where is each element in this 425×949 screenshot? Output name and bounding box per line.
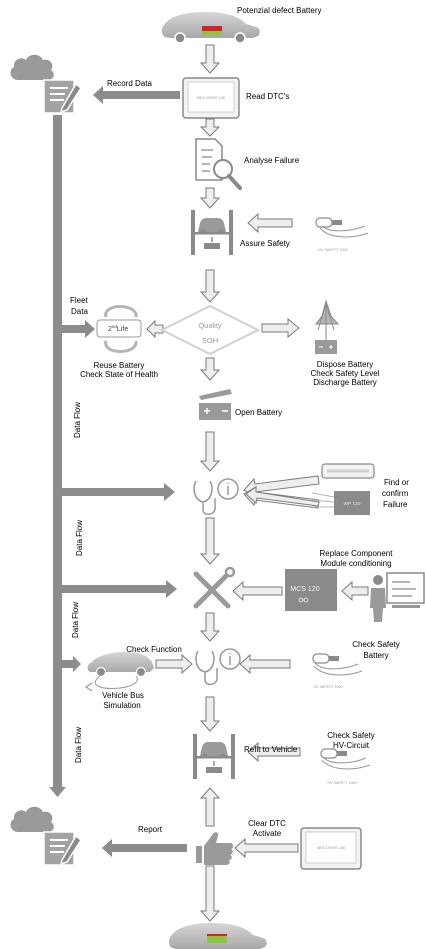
vehicle-bus-label-2: Simulation	[103, 701, 140, 710]
refit-label: Refit to Vehicle	[244, 745, 298, 754]
reuse-label-1: Reuse Battery	[94, 361, 145, 370]
cloud-notepad-icon	[11, 807, 81, 865]
arrow-down	[201, 270, 219, 302]
fleet-data-label-1: Fleet	[70, 296, 89, 305]
find-label-3: Failure	[383, 500, 408, 509]
arrow-left-safety	[248, 214, 292, 232]
check-safety-hv-2: HV-Circuit	[333, 741, 370, 750]
start-label: Potenzial defect Battery	[237, 6, 322, 15]
data-flow-label: Data Flow	[75, 520, 84, 556]
assure-safety-label: Assure Safety	[240, 239, 290, 248]
vehicle-bus-label-1: Vehicle Bus	[102, 691, 144, 700]
open-battery-label: Open Battery	[235, 408, 282, 417]
wp-brand: WP 120	[344, 501, 361, 507]
find-devices-icon: WP 120	[312, 464, 374, 515]
report-arrow	[102, 839, 187, 857]
car-lift-icon	[193, 734, 235, 779]
check-safety-battery-2: Battery	[363, 651, 388, 660]
replace-label-2: Module conditioning	[320, 559, 391, 568]
record-data-arrow	[93, 86, 180, 104]
dispose-label-1: Dispose Battery	[317, 360, 373, 369]
tester-brand: HV SAFETY 2000	[314, 685, 343, 689]
data-flow-label: Data Flow	[71, 602, 80, 638]
tools-icon	[196, 568, 234, 606]
reuse-label-2: Check State of Health	[80, 370, 158, 379]
data-flow-label: Data Flow	[74, 727, 83, 763]
flow-arrow-bus	[62, 656, 81, 672]
analyse-label: Analyse Failure	[244, 156, 300, 165]
clear-dtc-1: Clear DTC	[248, 819, 286, 828]
arrow-left-check-battery	[240, 655, 290, 673]
read-dtc-label: Read DTC's	[246, 92, 289, 101]
tester-brand: HV SAFETY 2000	[328, 781, 357, 785]
mcs-brand: MCS 120	[290, 586, 319, 593]
data-flow-label: Data Flow	[73, 402, 82, 438]
mcs-device-icon: MCS 120	[285, 569, 337, 611]
tester-brand: HV SAFETY 2000	[319, 248, 348, 252]
vehicle-bus-car-icon	[86, 652, 154, 691]
arrow-up	[201, 788, 219, 826]
arrow-down	[201, 358, 219, 380]
arrow-left-replace	[233, 582, 282, 600]
arrow-down	[201, 613, 219, 641]
hv-safety-tester-icon: HV SAFETY 2000	[316, 218, 368, 252]
car-lift-icon	[191, 210, 233, 255]
check-safety-battery-1: Check Safety	[352, 640, 400, 649]
thumbs-up-icon	[196, 832, 233, 865]
analyse-document-icon	[196, 139, 240, 188]
dispose-battery-icon	[315, 301, 338, 354]
dispose-label-3: Discharge Battery	[313, 378, 377, 387]
arrow-down	[201, 697, 219, 731]
report-label: Report	[138, 825, 163, 834]
diagnostic-tablet-icon: MES DRIVE 180	[301, 828, 361, 869]
arrow-left-replace-2	[342, 582, 368, 600]
tablet-brand: MES DRIVE 180	[317, 846, 345, 850]
dispose-label-2: Check Safety Level	[311, 369, 380, 378]
car-repaired-icon	[169, 923, 267, 949]
fleet-data-label-2: Data	[71, 307, 88, 316]
flow-arrow-find	[62, 483, 175, 501]
arrow-right-dispose	[262, 319, 299, 337]
find-label-1: Find or	[384, 478, 409, 487]
worker-screen-icon	[370, 573, 424, 622]
hv-safety-tester-icon: HV SAFETY 2000	[321, 749, 370, 785]
arrow-left-2ndlife	[147, 321, 163, 337]
arrow-right-check-function	[156, 655, 192, 673]
arrow-down	[201, 518, 219, 564]
arrow-left-clear	[235, 839, 298, 857]
find-label-2: confirm	[382, 489, 409, 498]
second-life-cycle-icon: 2ndLife	[97, 307, 141, 352]
quality-decision-node: Quality SOH	[162, 306, 258, 354]
replace-label-1: Replace Component	[320, 549, 394, 558]
diagnostic-tablet-icon: MES DRIVE 180	[183, 78, 239, 118]
second-life-label: 2ndLife	[108, 324, 128, 333]
quality-label: Quality	[198, 321, 222, 330]
arrow-down	[201, 866, 219, 921]
car-defect-icon	[162, 12, 260, 43]
cloud-notepad-icon	[11, 55, 81, 113]
arrow-down	[201, 119, 219, 136]
flow-arrow-replace	[62, 580, 177, 598]
stethoscope-info-icon	[196, 649, 240, 684]
check-safety-hv-1: Check Safety	[327, 731, 375, 740]
arrow-down	[201, 45, 219, 73]
fleet-data-arrow	[62, 320, 95, 338]
arrow-down	[201, 432, 219, 471]
open-battery-icon	[199, 389, 232, 420]
clear-dtc-2: Activate	[253, 829, 282, 838]
tablet-brand: MES DRIVE 180	[197, 96, 225, 100]
soh-label: SOH	[202, 336, 218, 345]
arrow-down	[201, 188, 219, 208]
data-flow-trunk	[49, 115, 66, 797]
hv-safety-tester-icon: HV SAFETY 2000	[313, 654, 362, 689]
stethoscope-info-icon	[194, 479, 238, 514]
record-data-label: Record Data	[107, 79, 152, 88]
